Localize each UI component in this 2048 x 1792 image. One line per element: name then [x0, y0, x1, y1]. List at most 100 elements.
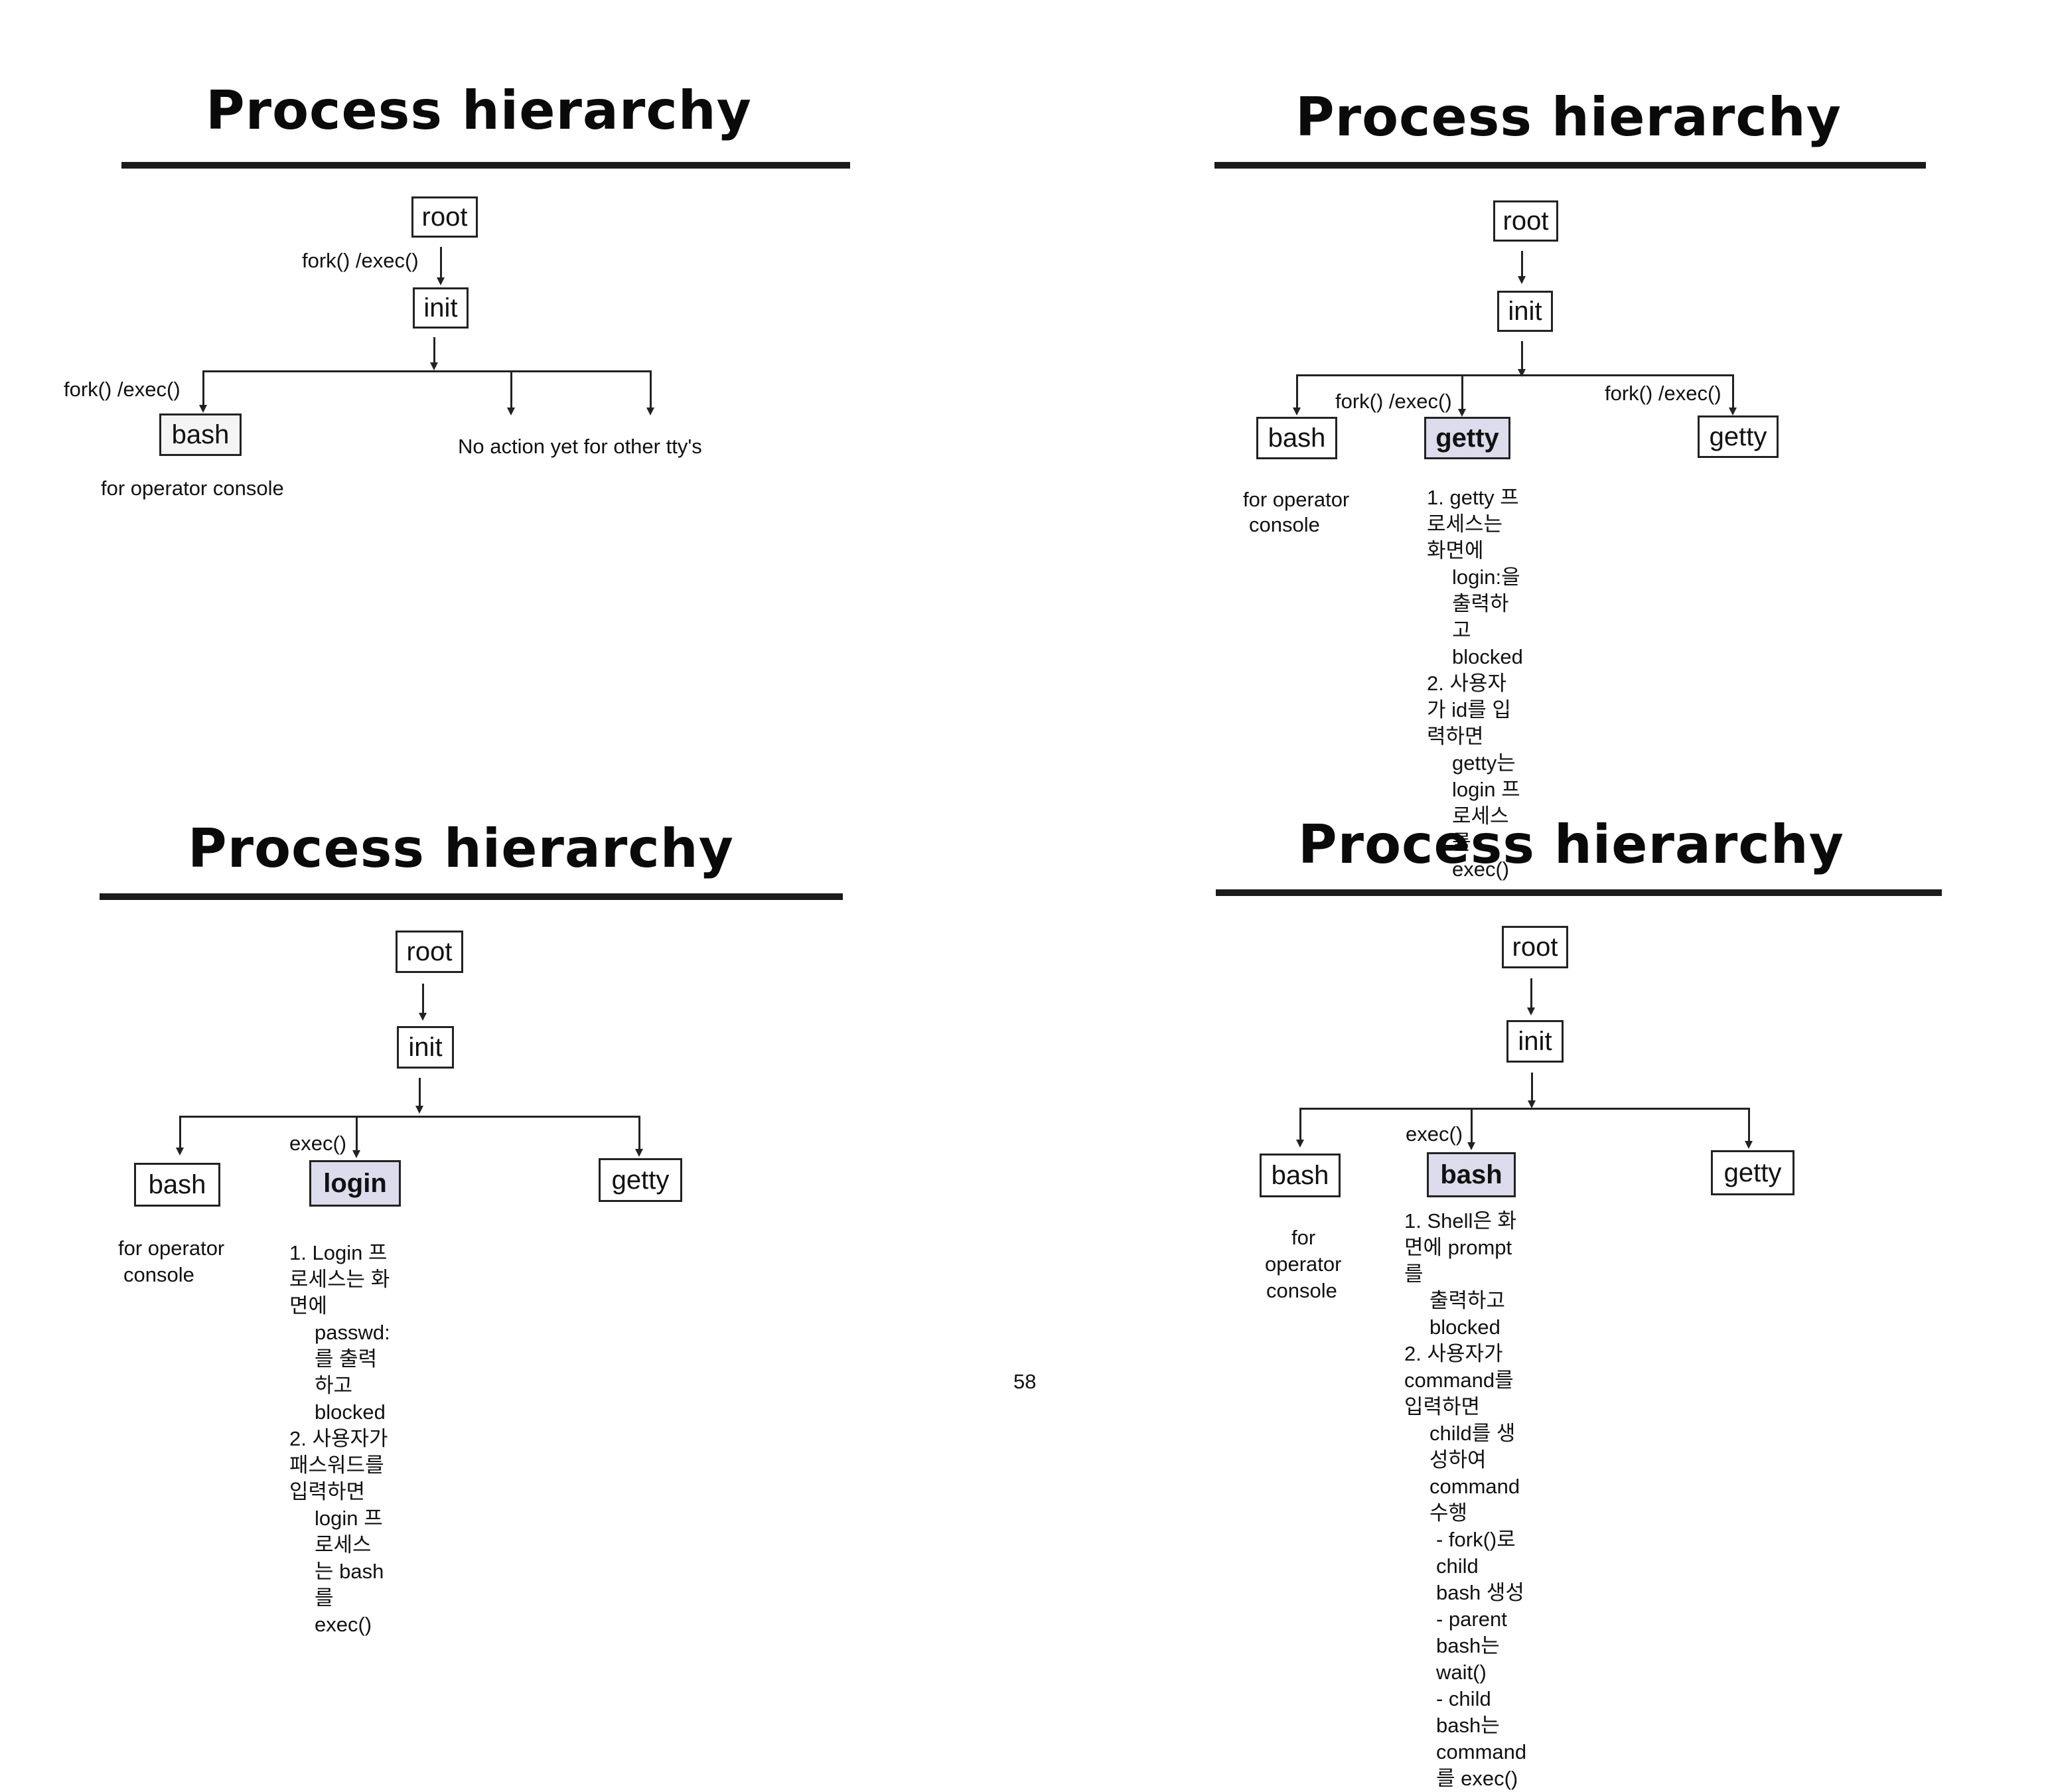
operator-console-label: for operator console [101, 477, 284, 500]
arrow-head [352, 1150, 360, 1158]
node-root: root [1493, 200, 1558, 242]
note-line: 1. getty 프로세스는 화면에 [1427, 486, 1519, 562]
step-notes: 1. Shell은 화면에 prompt를 출력하고 blocked 2. 사용… [1404, 1208, 1526, 1792]
edge-bus-bash [1299, 1108, 1301, 1142]
arrow-head [1467, 1142, 1475, 1150]
fork-exec-label: fork() /exec() [302, 249, 419, 272]
node-root: root [1502, 926, 1568, 968]
arrow-head [1458, 409, 1466, 417]
node-root: root [396, 931, 463, 973]
note-line: child를 생성하여 command 수행 [1429, 1422, 1520, 1525]
step-notes: 1. getty 프로세스는 화면에 login:을 출력하고 blocked … [1427, 485, 1523, 883]
node-bash: bash [1256, 417, 1337, 459]
arrow-head [1518, 276, 1526, 284]
arrow-head [430, 362, 438, 370]
edge-bus-bash [1296, 374, 1298, 410]
edge-init-bus [419, 1078, 421, 1108]
arrow-head [1729, 408, 1737, 415]
fork-exec-label: fork() /exec() [64, 378, 181, 401]
no-action-note: No action yet for other tty's [458, 435, 702, 458]
edge-bus-login [356, 1116, 358, 1153]
title-rule [100, 893, 843, 900]
edge-bus-getty [638, 1116, 640, 1152]
operator-console-label: operator [1265, 1252, 1342, 1276]
operator-console-label: for [1291, 1226, 1316, 1249]
page-number: 58 [1013, 1370, 1037, 1393]
operator-console-label: for operator [118, 1236, 225, 1260]
arrow-head [415, 1106, 423, 1114]
slide-title: Process hierarchy [206, 80, 752, 141]
note-line: - child bash는 command를 exec() [1436, 1687, 1527, 1790]
arrow-head [1293, 408, 1301, 415]
edge-bus-getty [1748, 1108, 1750, 1144]
branch-bus [1296, 374, 1734, 376]
edge-root-init [422, 984, 424, 1015]
arrow-head [1745, 1141, 1753, 1149]
note-line: 출력하고 blocked [1429, 1289, 1506, 1339]
branch-bus [1299, 1108, 1750, 1110]
node-bash-active: bash [1427, 1152, 1516, 1197]
slide-title: Process hierarchy [188, 818, 734, 879]
branch-bus [179, 1116, 640, 1118]
note-line: 2. 사용자가 id를 입력하면 [1427, 672, 1511, 748]
note-line: - fork()로 child bash 생성 [1436, 1528, 1524, 1604]
title-rule [1216, 889, 1942, 896]
title-rule [121, 162, 850, 169]
operator-console-label: console [1249, 513, 1320, 536]
note-line: 2. 사용자가 패스워드를 입력하면 [289, 1427, 388, 1503]
arrow-head [437, 277, 445, 285]
note-line: - parent bash는 wait() [1436, 1607, 1507, 1684]
node-root: root [411, 196, 478, 238]
step-notes: 1. Login 프로세스는 화면에 passwd: 를 출력하고 blocke… [289, 1240, 390, 1638]
note-line: getty는 login 프로세스를 exec() [1452, 751, 1520, 881]
edge-bus-getty [1732, 374, 1734, 410]
note-line: passwd: 를 출력하고 blocked [315, 1321, 390, 1424]
node-getty: getty [599, 1158, 682, 1202]
node-init: init [413, 287, 469, 329]
slide-title: Process hierarchy [1298, 814, 1844, 875]
operator-console-label: console [1266, 1279, 1337, 1302]
edge-bus-bash [179, 1116, 181, 1150]
node-getty-active: getty [1424, 417, 1510, 459]
node-bash: bash [134, 1163, 220, 1207]
node-bash: bash [159, 413, 242, 456]
edge-init-bus [433, 337, 435, 365]
title-rule [1214, 162, 1926, 169]
arrow-head [199, 405, 207, 413]
edge-bus-tty2 [650, 370, 652, 410]
arrow-head [507, 408, 515, 415]
arrow-head [1527, 1008, 1535, 1015]
edge-root-init [1530, 978, 1532, 1010]
exec-label: exec() [289, 1132, 347, 1155]
arrow-head [1296, 1140, 1304, 1148]
note-line: 1. Login 프로세스는 화면에 [289, 1241, 390, 1317]
node-init: init [397, 1026, 454, 1069]
operator-console-label: console [123, 1263, 194, 1286]
node-getty: getty [1698, 415, 1779, 458]
arrow-head [419, 1013, 427, 1021]
branch-bus [202, 370, 652, 372]
edge-bus-bash-child [1471, 1108, 1473, 1145]
note-line: login:을 출력하고 blocked [1452, 565, 1523, 668]
fork-exec-label: fork() /exec() [1335, 390, 1452, 413]
arrow-head [635, 1149, 643, 1157]
exec-label: exec() [1406, 1122, 1463, 1146]
node-init: init [1497, 291, 1553, 332]
fork-exec-label: fork() /exec() [1605, 382, 1721, 405]
edge-root-init [1521, 251, 1523, 279]
edge-init-bus [1521, 341, 1523, 372]
node-getty: getty [1711, 1150, 1794, 1195]
arrow-head [176, 1148, 184, 1156]
edge-bus-bash [202, 370, 204, 408]
edge-bus-getty [1461, 374, 1463, 411]
note-line: 2. 사용자가 command를 입력하면 [1404, 1342, 1514, 1418]
arrow-head [646, 408, 654, 415]
edge-bus-tty1 [510, 370, 512, 410]
slide-title: Process hierarchy [1295, 86, 1842, 148]
node-init: init [1506, 1020, 1564, 1063]
node-login-active: login [309, 1160, 401, 1207]
edge-root-init [440, 247, 442, 280]
node-bash: bash [1260, 1154, 1341, 1197]
note-line: 1. Shell은 화면에 prompt를 [1404, 1209, 1517, 1286]
note-line: login 프로세스는 bash를 exec() [315, 1507, 384, 1636]
